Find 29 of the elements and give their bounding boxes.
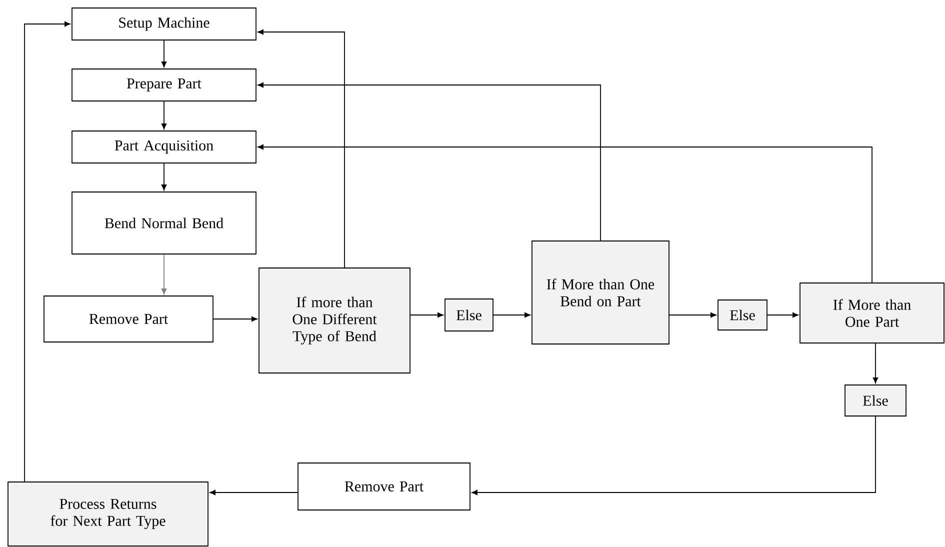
else-box: Else (844, 384, 906, 416)
arrow (258, 144, 872, 283)
arrow (213, 316, 258, 322)
process-box: Process Returns for Next Part Type (8, 482, 208, 546)
arrow (669, 312, 716, 318)
else-box: Else (718, 300, 768, 330)
arrow (24, 21, 70, 482)
arrow (472, 416, 876, 496)
arrow (493, 312, 530, 318)
arrow (258, 82, 601, 241)
arrow (161, 163, 167, 190)
arrow (767, 312, 798, 318)
process-box: Bend Normal Bend (72, 192, 256, 254)
process-box: Part Acquisition (72, 130, 256, 164)
decision-box: If more than One Different Type of Bend (258, 268, 410, 374)
else-box: Else (444, 298, 494, 332)
process-box: Setup Machine (72, 8, 256, 40)
arrow (410, 312, 444, 318)
arrow (210, 490, 298, 496)
arrow (872, 343, 878, 384)
decision-box: If More than One Part (800, 282, 944, 344)
decision-box: If More than One Bend on Part (532, 240, 670, 344)
arrow (161, 254, 167, 294)
process-box: Remove Part (44, 296, 214, 342)
process-box: Prepare Part (72, 68, 256, 102)
arrow (258, 29, 345, 268)
arrow (161, 40, 167, 68)
process-box: Remove Part (298, 462, 470, 510)
arrow (161, 101, 167, 130)
